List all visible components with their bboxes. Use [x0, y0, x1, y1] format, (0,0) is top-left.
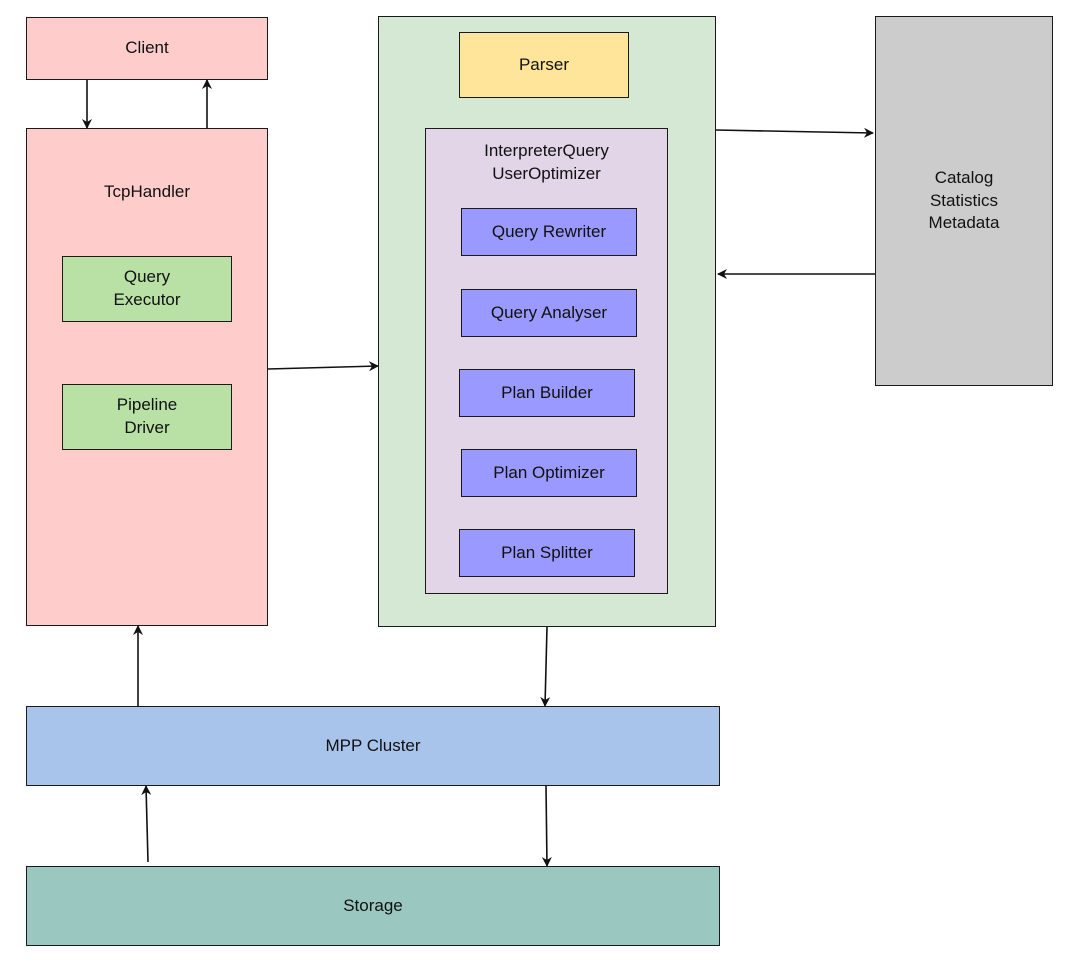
- storage-node: Storage: [26, 866, 720, 946]
- tcp-handler-label: TcpHandler: [104, 182, 190, 201]
- parser-node: Parser: [459, 32, 629, 98]
- query-rewriter-node: Query Rewriter: [461, 208, 637, 256]
- optimizer-node: InterpreterQuery UserOptimizer: [425, 128, 668, 594]
- plan-splitter-node: Plan Splitter: [459, 529, 635, 577]
- edge-optimizer-to-catalog: [715, 127, 874, 138]
- catalog-node: Catalog Statistics Metadata: [875, 16, 1053, 386]
- plan-splitter-label: Plan Splitter: [501, 542, 593, 562]
- pipeline-driver-node: Pipeline Driver: [62, 384, 232, 450]
- pipeline-driver-label: Pipeline Driver: [116, 395, 178, 437]
- client-label: Client: [125, 38, 169, 58]
- plan-builder-node: Plan Builder: [459, 369, 635, 417]
- query-analyser-label: Query Analyser: [490, 302, 608, 322]
- query-executor-node: Query Executor: [62, 256, 232, 322]
- plan-builder-label: Plan Builder: [501, 382, 593, 402]
- query-executor-label: Query Executor: [113, 267, 181, 309]
- mpp-cluster-node: MPP Cluster: [26, 706, 720, 786]
- optimizer-label: InterpreterQuery UserOptimizer: [484, 141, 609, 183]
- edge-mpp-to-storage: [541, 785, 552, 867]
- parser-label: Parser: [518, 54, 570, 74]
- query-rewriter-label: Query Rewriter: [491, 221, 607, 241]
- storage-label: Storage: [343, 895, 403, 915]
- client-node: Client: [26, 17, 268, 80]
- mpp-cluster-label: MPP Cluster: [325, 735, 421, 755]
- plan-optimizer-label: Plan Optimizer: [493, 462, 605, 482]
- catalog-label: Catalog Statistics Metadata: [928, 167, 1000, 233]
- edge-tcp-to-optimizer: [267, 361, 379, 372]
- query-analyser-node: Query Analyser: [461, 289, 637, 337]
- tcp-handler-node: TcpHandler: [26, 128, 268, 626]
- plan-optimizer-node: Plan Optimizer: [461, 449, 637, 497]
- edge-storage-to-mpp: [141, 785, 152, 863]
- edge-optimizer-to-mpp: [540, 626, 551, 707]
